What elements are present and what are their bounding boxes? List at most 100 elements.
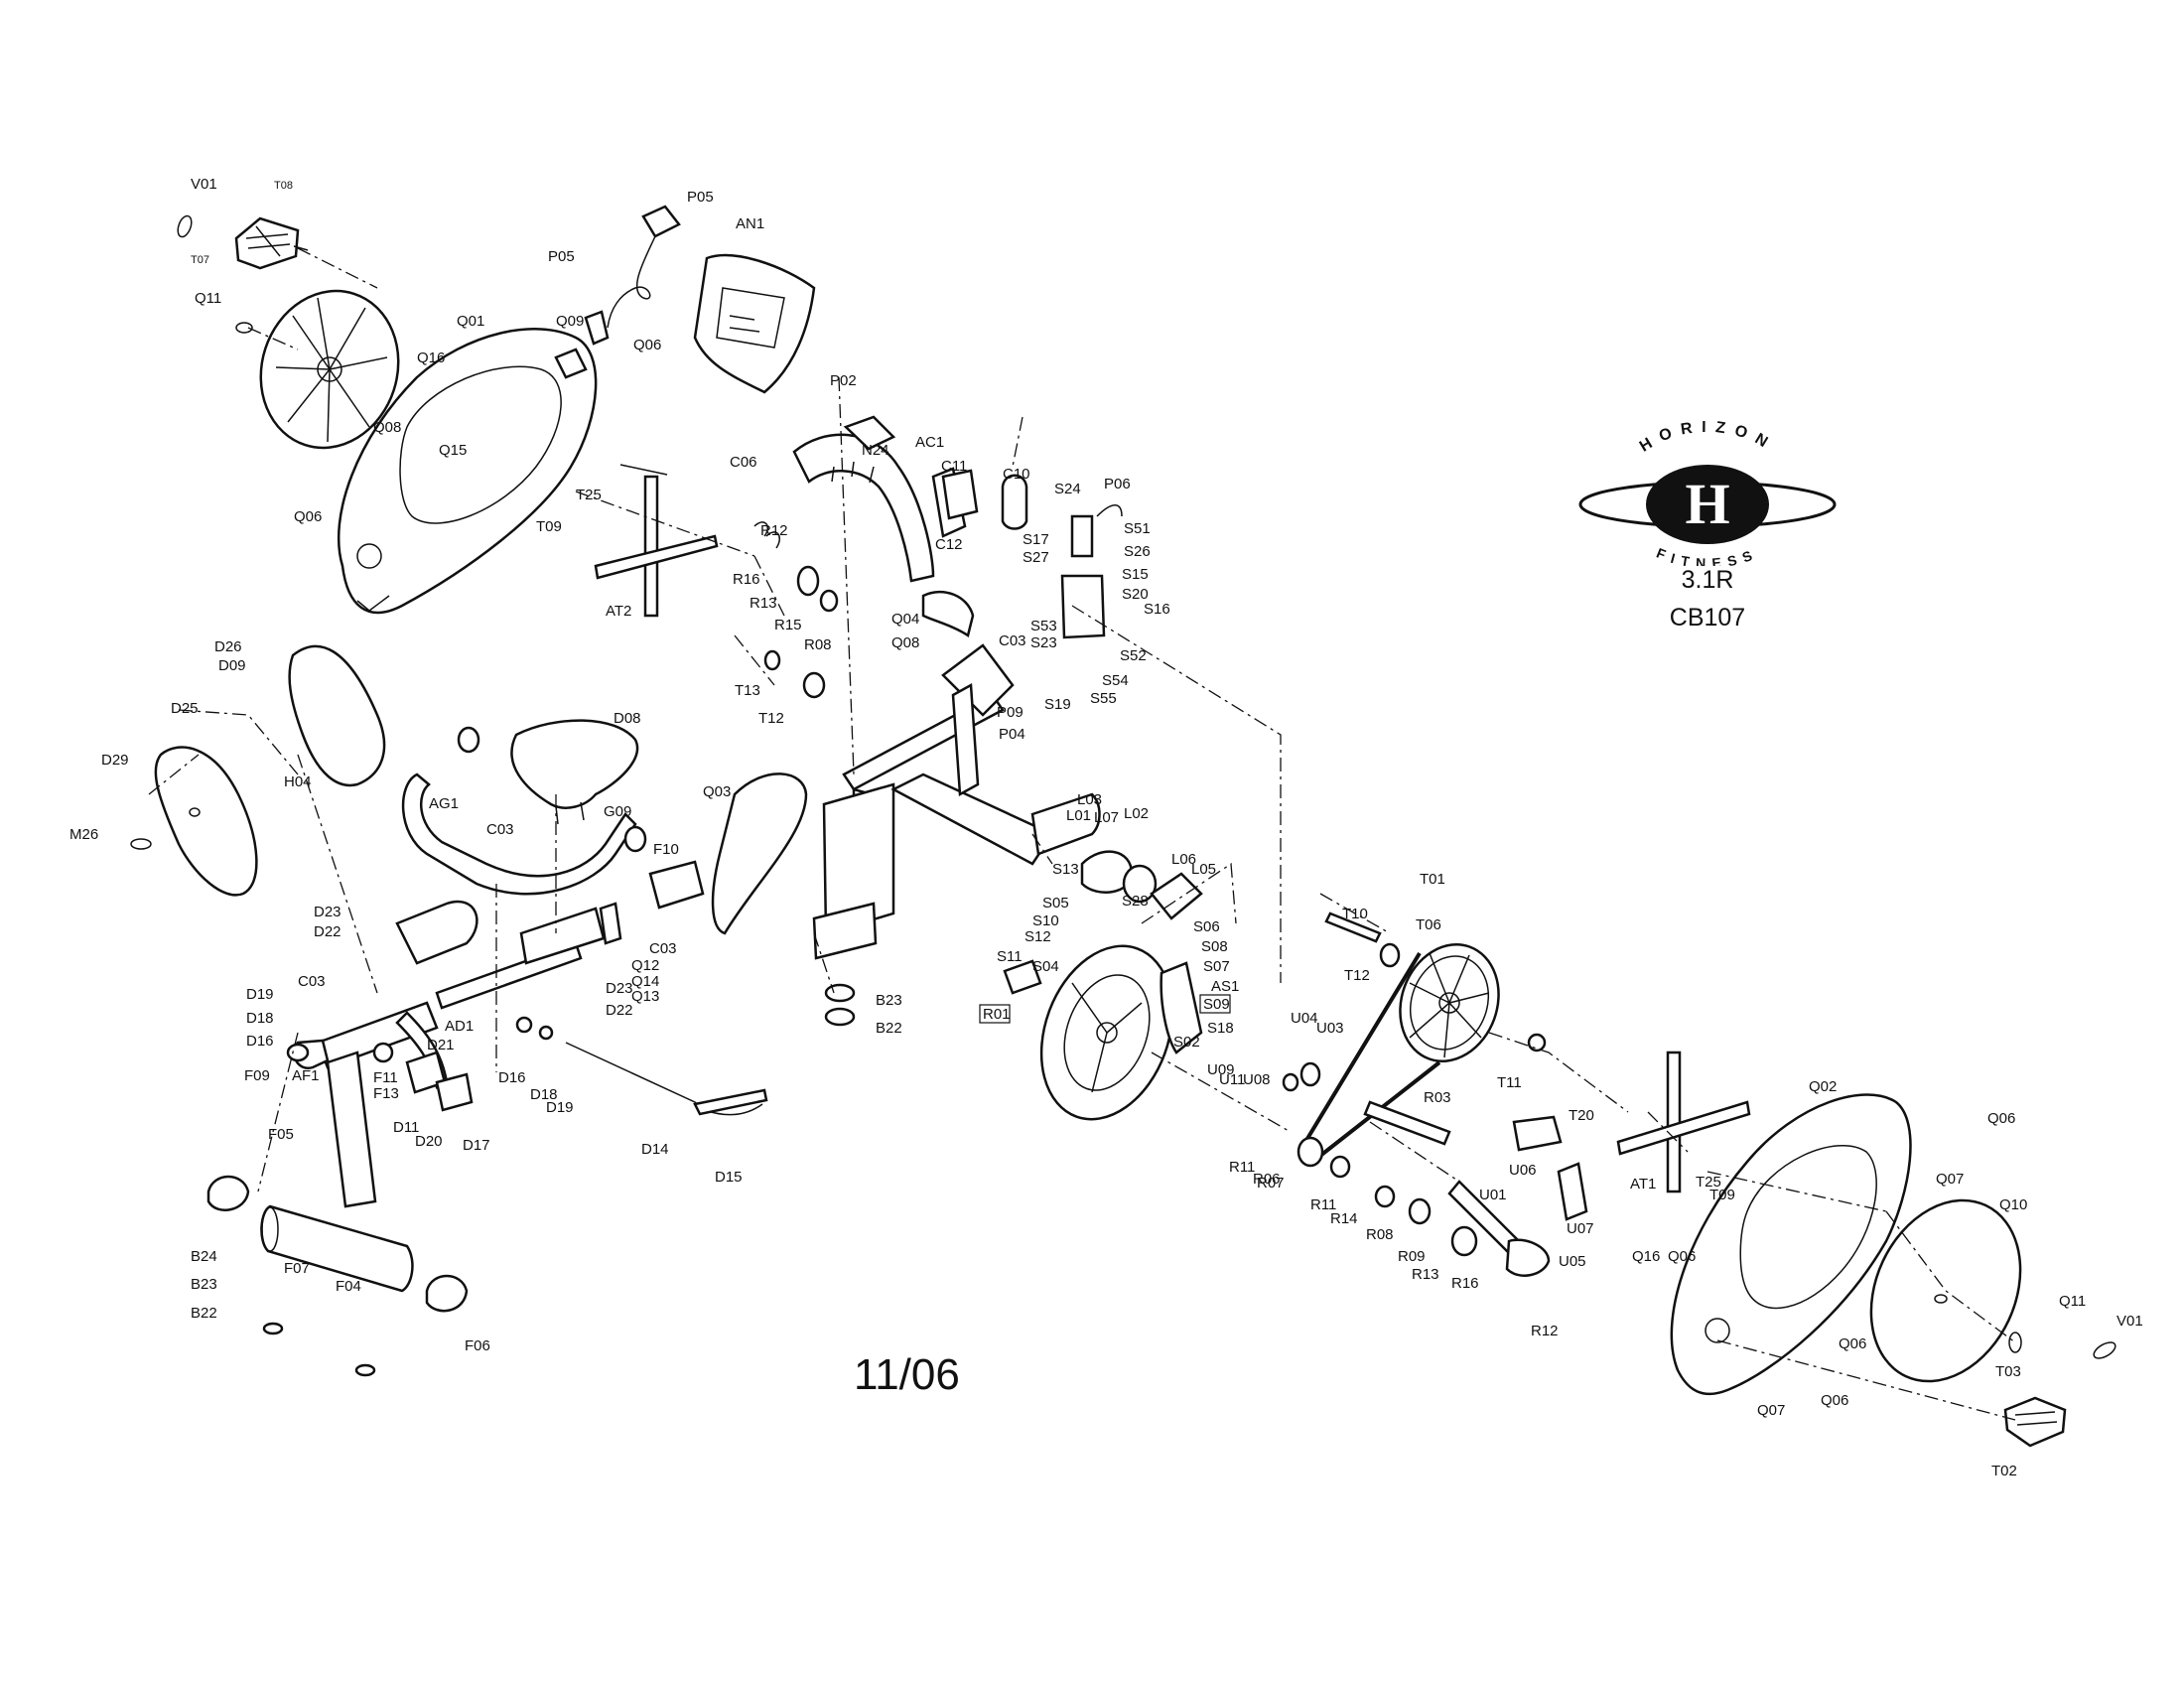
part-callout: D08 [614, 710, 641, 727]
part-callout: S08 [1201, 938, 1228, 955]
part-callout: U06 [1509, 1162, 1537, 1179]
part-callout: D21 [427, 1037, 455, 1053]
part-callout: Q07 [1936, 1171, 1964, 1188]
seat-cushion-part [510, 719, 639, 825]
part-callout: P06 [1104, 476, 1131, 492]
magnet-housing-part [1003, 959, 1203, 1054]
part-callout: L02 [1124, 805, 1149, 822]
part-callout: Q06 [1839, 1335, 1866, 1352]
main-frame-part [812, 643, 1101, 960]
backrest-cushion-part [154, 746, 258, 897]
part-callout: C11 [941, 458, 967, 475]
part-callout: Q11 [195, 290, 221, 307]
revision-date: 11/06 [854, 1350, 960, 1399]
idler-arm-part [1363, 1100, 1588, 1277]
part-callout: T13 [735, 682, 760, 699]
part-callout: D22 [606, 1002, 633, 1019]
part-callout: U07 [1567, 1220, 1594, 1237]
rear-stabilizer-part [260, 1204, 414, 1293]
foam-grip-part [648, 860, 705, 910]
part-callout: Q06 [633, 337, 661, 353]
part-callout: B22 [876, 1020, 902, 1037]
part-callout: G09 [604, 803, 631, 820]
pulse-sensor-part [554, 205, 681, 379]
part-callout: D26 [214, 638, 242, 655]
part-callout: U05 [1559, 1253, 1586, 1270]
part-callout: AC1 [915, 434, 944, 451]
part-callout: D18 [246, 1010, 274, 1027]
part-callout: S52 [1120, 647, 1147, 664]
seat-slider-part [395, 900, 622, 1010]
part-callout: S18 [1207, 1020, 1234, 1037]
part-callout: F09 [244, 1067, 270, 1084]
part-callout: U08 [1243, 1071, 1271, 1088]
part-callout: D18 [530, 1086, 558, 1103]
part-callout: Q03 [703, 783, 731, 800]
part-callout: C06 [730, 454, 757, 471]
part-callout: S51 [1124, 520, 1151, 537]
logo-bottom-text: FITNESS [1654, 545, 1753, 572]
part-callout: AG1 [429, 795, 459, 812]
part-callout: D23 [314, 904, 341, 920]
part-callout: F11 [373, 1069, 398, 1086]
part-callout: L07 [1094, 809, 1119, 826]
right-end-cap-part [2093, 1341, 2116, 1359]
part-callout: R06 [1253, 1171, 1281, 1188]
part-callout: R16 [1451, 1275, 1479, 1292]
part-callout: P05 [687, 189, 714, 206]
part-callout: C03 [999, 632, 1026, 649]
part-callout: AN1 [736, 215, 764, 232]
part-callout: T01 [1420, 871, 1445, 888]
end-cap-m26-part [130, 838, 152, 850]
idler-bearings-part [1297, 1136, 1478, 1257]
part-callout: S13 [1052, 861, 1079, 878]
tension-knob-part [1060, 504, 1123, 639]
part-callout: Q09 [556, 313, 584, 330]
part-callout: T10 [1342, 906, 1368, 922]
part-callout: D11 [393, 1119, 419, 1136]
left-end-cap-part [177, 214, 193, 238]
part-callout: Q16 [417, 350, 445, 366]
part-callout: R03 [1424, 1089, 1451, 1106]
part-callout: D16 [246, 1033, 274, 1050]
seat-adjust-rod-part [565, 1042, 768, 1116]
part-callout: D22 [314, 923, 341, 940]
console-part [693, 253, 816, 394]
part-callout: R11 [1310, 1196, 1336, 1213]
front-stabilizer-part [824, 983, 856, 1027]
part-callout: T03 [1995, 1363, 2021, 1380]
part-callout: V01 [191, 176, 217, 193]
part-callout: P09 [997, 704, 1024, 721]
part-callout: H04 [284, 773, 312, 790]
part-callout: R15 [774, 617, 802, 633]
part-callout: Q16 [1632, 1248, 1660, 1265]
part-callout: T11 [1497, 1074, 1522, 1091]
horizon-logo: H HORIZON FITNESS [1578, 419, 1837, 572]
part-callout: Q12 [631, 957, 659, 974]
part-callout: S20 [1122, 586, 1149, 603]
part-callout: T09 [1709, 1187, 1735, 1203]
brand-block: H HORIZON FITNESS 3.1R CB107 [1578, 407, 1837, 645]
part-callout: S15 [1122, 566, 1149, 583]
callout-box [1199, 994, 1231, 1014]
left-brace-part [594, 464, 719, 618]
part-callout: S10 [1032, 912, 1059, 929]
part-callout: Q11 [2059, 1293, 2086, 1310]
right-chain-cover-part [1670, 1093, 1912, 1396]
part-callout: B22 [191, 1305, 217, 1322]
part-callout: T12 [758, 710, 784, 727]
part-callout: T07 [191, 254, 209, 266]
flywheel-part [1039, 944, 1174, 1121]
part-callout: Q06 [1987, 1110, 2015, 1127]
part-callout: P02 [830, 372, 857, 389]
part-callout: M26 [69, 826, 98, 843]
part-callout: U11 [1219, 1071, 1245, 1088]
part-callout: D29 [101, 752, 129, 769]
part-callout: T25 [1696, 1174, 1721, 1191]
part-callout: S16 [1144, 601, 1170, 618]
part-callout: Q01 [457, 313, 484, 330]
part-callout: S02 [1173, 1034, 1200, 1051]
part-callout: R08 [804, 636, 832, 653]
part-callout: C03 [649, 940, 677, 957]
